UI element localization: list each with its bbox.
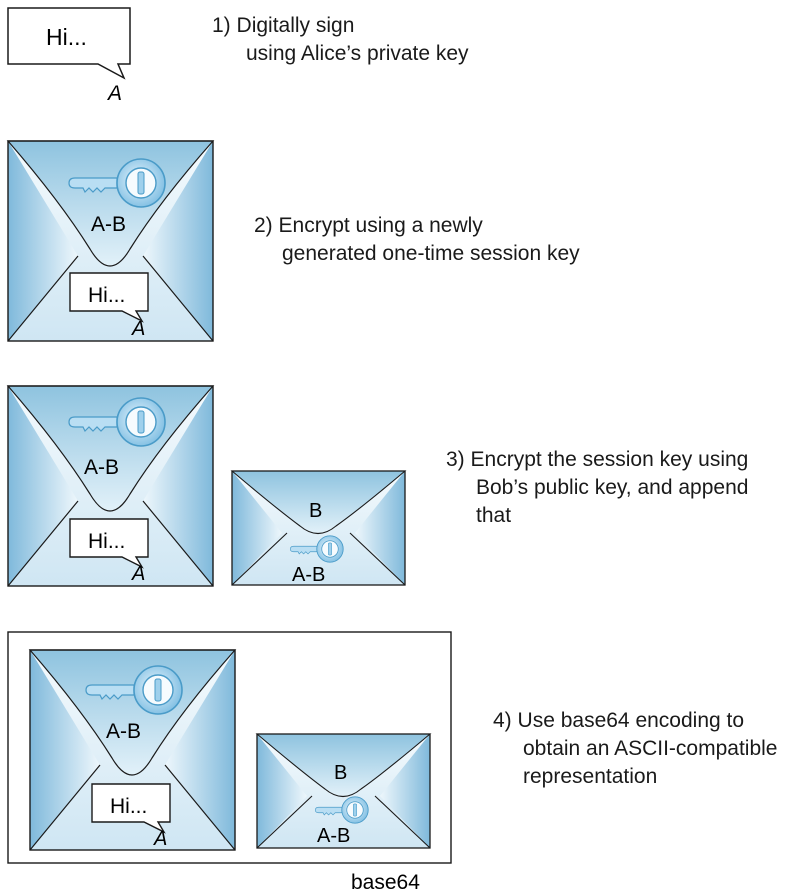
session-key-label: A-B [317,825,350,847]
signer-label: A [106,82,122,105]
message-text: Hi... [46,24,87,50]
signed-message-bubble: Hi... A [7,7,131,105]
session-key-label: A-B [106,720,141,743]
base64-container [7,631,452,864]
step-4-number: 4) [493,709,512,732]
inner-signer-label: A [153,828,167,850]
step-4-caption: 4) Use base64 encoding to obtain an ASCI… [493,707,777,791]
public-key-envelope-step4: B A-B [256,733,431,849]
step-2-number: 2) [254,214,273,237]
session-key-envelope-step3: A-B Hi... A [7,385,214,587]
public-key-label: B [309,500,322,522]
step-1-line1: Digitally sign [236,14,355,37]
step-1-caption: 1) Digitally sign using Alice’s private … [212,12,469,68]
step-3-line1: Encrypt the session key using [470,448,749,471]
base64-label: base64 [351,871,420,894]
session-key-envelope-step4: A-B Hi... A [29,649,236,851]
step-2-caption: 2) Encrypt using a newly generated one-t… [254,212,580,268]
session-key-envelope: A-B Hi... A [7,140,214,342]
public-key-label: B [334,762,347,784]
session-key-label: A-B [91,213,126,236]
inner-message-text: Hi... [110,795,147,818]
step-2-line2: generated one-time session key [282,242,580,265]
step-3-number: 3) [446,448,465,471]
public-key-envelope-step3: B A-B [231,470,406,586]
step-3-line2: Bob’s public key, and append [476,476,749,499]
step-4-line2: obtain an ASCII-compatible [523,737,778,760]
step-2-line1: Encrypt using a newly [278,214,483,237]
step-3-line3: that [476,504,512,527]
step-4-line1: Use base64 encoding to [517,709,745,732]
inner-signer-label: A [131,563,145,585]
session-key-label: A-B [292,564,325,586]
step-1-number: 1) [212,14,231,37]
inner-message-text: Hi... [88,284,125,307]
session-key-label: A-B [84,456,119,479]
step-1-line2: using Alice’s private key [246,42,469,65]
step-3-caption: 3) Encrypt the session key using Bob’s p… [446,446,748,530]
step-4-line3: representation [523,765,658,788]
inner-message-text: Hi... [88,530,125,553]
inner-signer-label: A [131,318,145,340]
